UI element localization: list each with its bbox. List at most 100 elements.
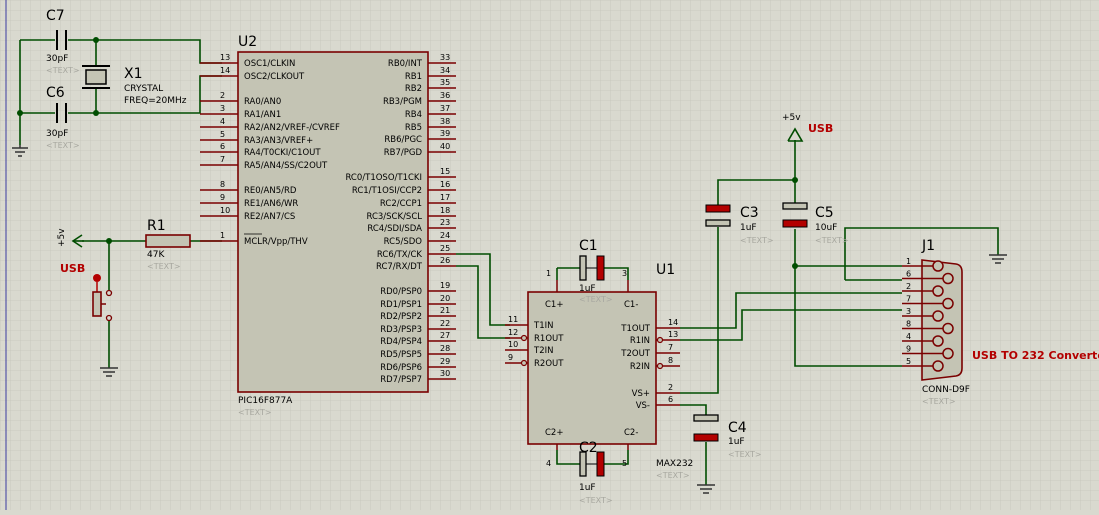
capacitor-c2[interactable]: C2 1uF <TEXT> <box>579 440 613 505</box>
u2-pin-name: RE0/AN5/RD <box>244 186 297 196</box>
u2-pin-name: RA3/AN3/VREF+ <box>244 136 313 146</box>
j1-ref: J1 <box>921 238 935 254</box>
u2-pin-number: 15 <box>440 167 450 176</box>
resistor-r1[interactable]: R1 47K <TEXT> <box>145 218 191 271</box>
u2-pin-number: 29 <box>440 357 450 366</box>
capacitor-c6[interactable]: C6 30pF <TEXT> <box>46 85 80 150</box>
u2-pin-name: RA2/AN2/VREF-/CVREF <box>244 123 340 133</box>
c4-ref: C4 <box>728 420 747 436</box>
u2-pin-name: RE1/AN6/WR <box>244 199 298 209</box>
u2-pin-name: RB2 <box>405 84 422 94</box>
j1-text: <TEXT> <box>922 397 956 406</box>
u2-pin-number: 25 <box>440 244 450 253</box>
reset-switch[interactable] <box>92 274 113 330</box>
x1-ref: X1 <box>124 66 143 82</box>
u1-pin-number: 11 <box>508 315 518 324</box>
u2-pin-name: RC7/RX/DT <box>376 262 423 272</box>
u2-pin-number: 30 <box>440 369 450 378</box>
u2-pin-number: 9 <box>220 193 225 202</box>
u2-pin-number: 22 <box>440 319 450 328</box>
power-terminal-top[interactable]: +5v USB <box>782 113 833 142</box>
u1-pin-name: R2IN <box>630 362 650 372</box>
c6-ref: C6 <box>46 85 65 101</box>
u1-pin-number: 2 <box>668 383 673 392</box>
j1-pin-socket <box>932 260 944 272</box>
u2-left-pins: 13OSC1/CLKIN14OSC2/CLKOUT2RA0/AN03RA1/AN… <box>200 53 340 247</box>
capacitor-c5[interactable]: C5 10uF <TEXT> <box>782 202 849 245</box>
u2-pin-number: 8 <box>220 180 225 189</box>
u2-pin-name: RD4/PSP4 <box>380 337 422 347</box>
c3-value: 1uF <box>740 223 757 233</box>
u2-right-pins: 33RB0/INT34RB135RB236RB3/PGM37RB438RB539… <box>345 53 456 385</box>
ground-symbol-c4[interactable] <box>697 484 715 494</box>
u1-pin-name: T1IN <box>533 321 553 331</box>
c1-value: 1uF <box>579 284 596 294</box>
ground-symbol-reset[interactable] <box>100 367 118 377</box>
u2-pin-name: RC1/T1OSI/CCP2 <box>352 186 422 196</box>
u2-pin-name: RD3/PSP3 <box>380 325 422 335</box>
ground-symbol-osc[interactable] <box>12 145 28 157</box>
u1-pin-number: 10 <box>508 340 518 349</box>
ground-symbol-j1[interactable] <box>989 254 1007 264</box>
u2-pin-name: RB5 <box>405 123 422 133</box>
power-voltage-label-top: +5v <box>782 113 801 123</box>
u2-pin-name: RA1/AN1 <box>244 110 281 120</box>
r1-ref: R1 <box>147 218 166 234</box>
j1-pin-socket <box>932 335 944 347</box>
c2-value: 1uF <box>579 483 596 493</box>
crystal-x1[interactable]: X1 CRYSTAL FREQ=20MHz <box>82 65 187 106</box>
u1-pin-c1p: 1 <box>546 269 551 278</box>
u2-pin-number: 39 <box>440 129 450 138</box>
u2-pin-number: 1 <box>220 231 225 240</box>
power-net-label-left: USB <box>60 262 85 275</box>
u1-pin-name: R2OUT <box>534 359 564 369</box>
u1-pin-c1m: 3 <box>622 269 627 278</box>
capacitor-c4[interactable]: C4 1uF <TEXT> <box>693 414 762 459</box>
j1-pin-number: 7 <box>906 295 911 304</box>
ic-u1[interactable]: U1 MAX232 <TEXT> C1+ C1- C2+ C2- 1 3 4 5… <box>505 262 693 480</box>
r1-text: <TEXT> <box>147 262 181 271</box>
c3-ref: C3 <box>740 205 759 221</box>
c7-ref: C7 <box>46 8 65 24</box>
u2-pin-number: 6 <box>220 142 225 151</box>
j1-pin-socket <box>932 285 944 297</box>
u1-pin-name: R1IN <box>630 336 650 346</box>
c1-ref: C1 <box>579 238 598 254</box>
capacitor-c7[interactable]: C7 30pF <TEXT> <box>46 8 80 75</box>
c2-ref: C2 <box>579 440 598 456</box>
capacitor-c3[interactable]: C3 1uF <TEXT> <box>705 204 774 245</box>
j1-pin-socket <box>932 360 944 372</box>
u2-pin-name: RB3/PGM <box>383 97 422 107</box>
u1-pin-number: 8 <box>668 356 673 365</box>
capacitor-c1[interactable]: C1 1uF <TEXT> <box>579 238 613 304</box>
u2-pin-name: RB4 <box>405 110 422 120</box>
c3-text: <TEXT> <box>740 236 774 245</box>
u2-pin-number: 4 <box>220 117 225 126</box>
u1-pin-number: 6 <box>668 395 673 404</box>
u1-pin-number: 7 <box>668 343 673 352</box>
c6-text: <TEXT> <box>46 141 80 150</box>
power-terminal-left[interactable]: +5v USB <box>57 228 85 275</box>
junctions <box>17 37 798 269</box>
u1-c2m-label: C2- <box>624 428 638 438</box>
u2-pin-name: RB7/PGD <box>384 148 423 158</box>
j1-pin-number: 8 <box>906 320 911 329</box>
u2-pin-number: 28 <box>440 344 450 353</box>
u2-pin-name: RA5/AN4/SS/C2OUT <box>244 161 328 171</box>
u1-pin-name: T1OUT <box>620 324 651 334</box>
j1-pin-number: 3 <box>906 307 911 316</box>
x1-freq: FREQ=20MHz <box>124 96 187 106</box>
u2-pin-name: RC0/T1OSO/T1CKI <box>345 173 422 183</box>
u1-pin-number: 9 <box>508 353 513 362</box>
u2-pin-number: 26 <box>440 256 450 265</box>
ic-u2[interactable]: U2 PIC16F877A <TEXT> 13OSC1/CLKIN14OSC2/… <box>200 34 456 417</box>
u1-c2p-label: C2+ <box>545 428 563 438</box>
u2-pin-number: 5 <box>220 130 225 139</box>
x1-type: CRYSTAL <box>124 84 163 94</box>
u1-pin-name: R1OUT <box>534 334 564 344</box>
u2-pin-number: 3 <box>220 104 225 113</box>
u2-text: <TEXT> <box>238 408 272 417</box>
